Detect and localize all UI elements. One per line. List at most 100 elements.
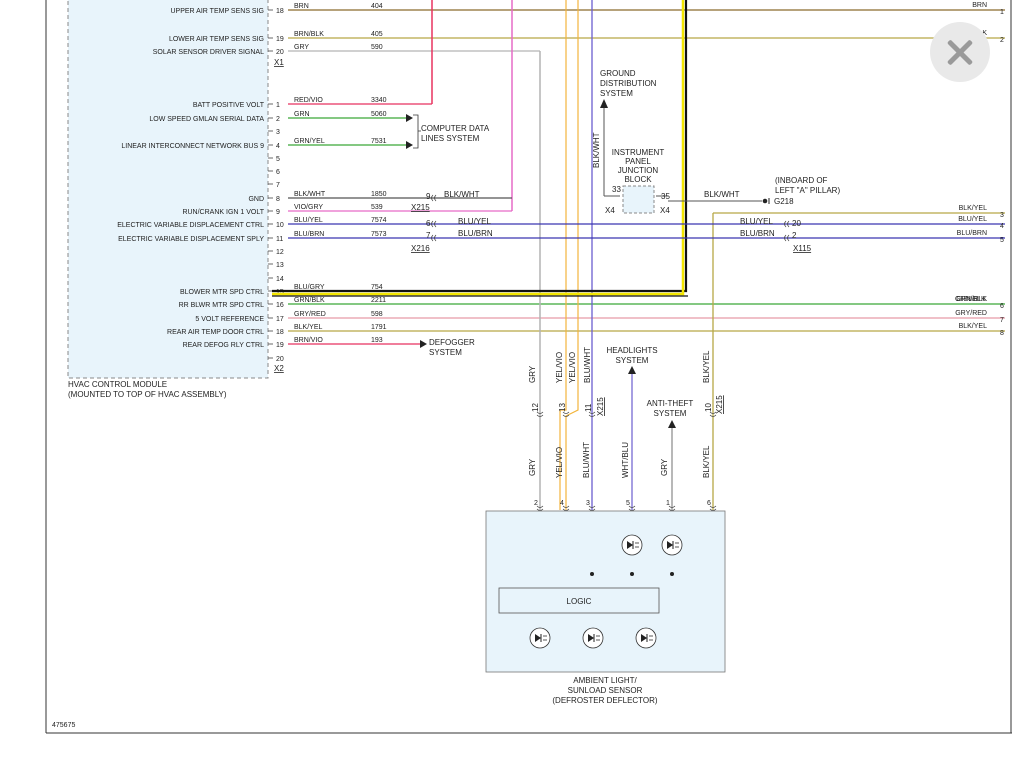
right-edge-number: 7	[1000, 317, 1004, 324]
pin-signal-name: ELECTRIC VARIABLE DISPLACEMENT CTRL	[117, 222, 264, 229]
pin-signal-name: REAR AIR TEMP DOOR CTRL	[167, 329, 264, 336]
grn-blk-right-label: GRN/BLK	[955, 296, 986, 303]
pin-number: 4	[276, 143, 280, 150]
pin-number: 12	[276, 249, 284, 256]
photo-cell-icon-diode	[588, 634, 594, 642]
pin-number: 14	[276, 276, 284, 283]
pin-number: 2	[276, 116, 280, 123]
x215-bottom-pin-12: 12	[531, 403, 540, 412]
junction-dot	[630, 572, 634, 576]
gry-vlabel-antitheft: GRY	[660, 458, 669, 476]
x215-vertical-chevron	[562, 411, 570, 417]
sensor-pin-chevron	[709, 505, 717, 511]
pin-circuit-number: 590	[371, 44, 383, 51]
pin-signal-name: BATT POSITIVE VOLT	[193, 102, 265, 109]
x115-label: X115	[793, 244, 812, 253]
pin-wire-color: GRY/RED	[294, 311, 326, 318]
pin-wire-color: VIO/GRY	[294, 204, 323, 211]
defogger-label-1: DEFOGGER	[429, 338, 475, 347]
headlights-label-1: HEADLIGHTS	[606, 346, 657, 355]
led-headlights-icon-diode	[627, 541, 633, 549]
g218-ground-icon	[762, 198, 768, 204]
pin-wire-color: GRN/BLK	[294, 297, 325, 304]
x215-vertical-chevron	[709, 411, 717, 417]
right-edge-number: 2	[1000, 37, 1004, 44]
ground-distribution-label-1: GROUND	[600, 69, 636, 78]
connector-x2-label: X2	[274, 364, 284, 373]
headlights-arrow	[628, 366, 636, 374]
junction-dot	[590, 572, 594, 576]
pin-wire-color: BLK/WHT	[294, 191, 326, 198]
pin-number: 17	[276, 316, 284, 323]
blk-yel-vlabel-top: BLK/YEL	[702, 350, 711, 383]
x115-chevron-20	[784, 220, 790, 228]
right-edge-wire-label: GRN/BLK	[956, 296, 987, 303]
pin-signal-name: LINEAR INTERCONNECT NETWORK BUS 9	[121, 143, 264, 150]
x215-pin-9: 9	[426, 192, 431, 201]
x115-chevron-2	[784, 234, 790, 242]
blk-yel-vlabel-bottom: BLK/YEL	[702, 445, 711, 478]
x216-chevron-6	[431, 220, 437, 228]
pin-signal-name: 5 VOLT REFERENCE	[195, 316, 264, 323]
right-edge-wire-label: GRY/RED	[955, 310, 987, 317]
logic-label: LOGIC	[567, 597, 592, 606]
sensor-pin-number: 3	[586, 500, 590, 507]
pin-signal-name: ELECTRIC VARIABLE DISPLACEMENT SPLY	[118, 236, 264, 243]
pin-wire-color: BRN/VIO	[294, 337, 323, 344]
junction-dot	[670, 572, 674, 576]
right-edge-number: 4	[1000, 223, 1004, 230]
right-edge-wire-label: BLU/BRN	[957, 230, 987, 237]
ipjb-label-2: PANEL	[625, 157, 651, 166]
sensor-name-3: (DEFROSTER DEFLECTOR)	[552, 696, 658, 705]
gry-vlabel-top: GRY	[528, 365, 537, 383]
sensor-pin-number: 1	[666, 500, 670, 507]
pin-circuit-number: 404	[371, 3, 383, 10]
x215-chevron	[431, 194, 437, 202]
x215-bottom-label-a: X215	[596, 397, 605, 416]
pin-number: 16	[276, 302, 284, 309]
pin-circuit-number: 7574	[371, 217, 387, 224]
pin-wire-color: BRN/BLK	[294, 31, 324, 38]
pin-number: 9	[276, 209, 280, 216]
pin-number: 18	[276, 8, 284, 15]
yel-vio-vlabel-top-1: YEL/VIO	[555, 352, 564, 383]
x216-pin-7: 7	[426, 231, 431, 240]
pin-signal-name: LOWER AIR TEMP SENS SIG	[169, 36, 264, 43]
yel-vio-wire-a	[559, 0, 567, 510]
ipjb-x4-left: X4	[605, 206, 615, 215]
pin-number: 15	[276, 289, 284, 296]
sensor-pin-chevron	[562, 505, 570, 511]
pin-circuit-number: 598	[371, 311, 383, 318]
gry-vlabel-bottom: GRY	[528, 458, 537, 476]
photo-cell-icon-diode	[641, 634, 647, 642]
close-button[interactable]	[930, 22, 990, 82]
computer-data-label-1: COMPUTER DATA	[421, 124, 490, 133]
computer-data-bracket	[413, 114, 421, 149]
sensor-pin-number: 5	[626, 500, 630, 507]
diagram-id: 475675	[52, 722, 75, 729]
right-edge-wire-label: BLU/YEL	[958, 216, 987, 223]
pin-number: 13	[276, 262, 284, 269]
pin-circuit-number: 2211	[371, 297, 386, 304]
ground-distribution-label-2: DISTRIBUTION	[600, 79, 657, 88]
ground-distribution-arrow	[600, 99, 608, 108]
right-edge-number: 3	[1000, 212, 1004, 219]
x115-pin-20: 20	[792, 219, 801, 228]
pin-wire-color: BLU/GRY	[294, 284, 325, 291]
right-edge-number: 6	[1000, 303, 1004, 310]
x215-bottom-pin-11: 11	[584, 403, 593, 412]
pin-wire-color: BLU/YEL	[294, 217, 323, 224]
ipjb-pin-33: 33	[612, 185, 621, 194]
pin-signal-name: REAR DEFOG RLY CTRL	[183, 342, 265, 349]
data-arrow-icon	[406, 114, 413, 122]
pin-number: 11	[276, 236, 283, 243]
pin-circuit-number: 405	[371, 31, 383, 38]
ipjb-x4-right: X4	[660, 206, 670, 215]
ipjb-label-1: INSTRUMENT	[612, 148, 665, 157]
antitheft-label-1: ANTI-THEFT	[647, 399, 694, 408]
ground-g218-wire-label: BLK/WHT	[704, 190, 740, 199]
pin-signal-name: UPPER AIR TEMP SENS SIG	[171, 8, 265, 15]
